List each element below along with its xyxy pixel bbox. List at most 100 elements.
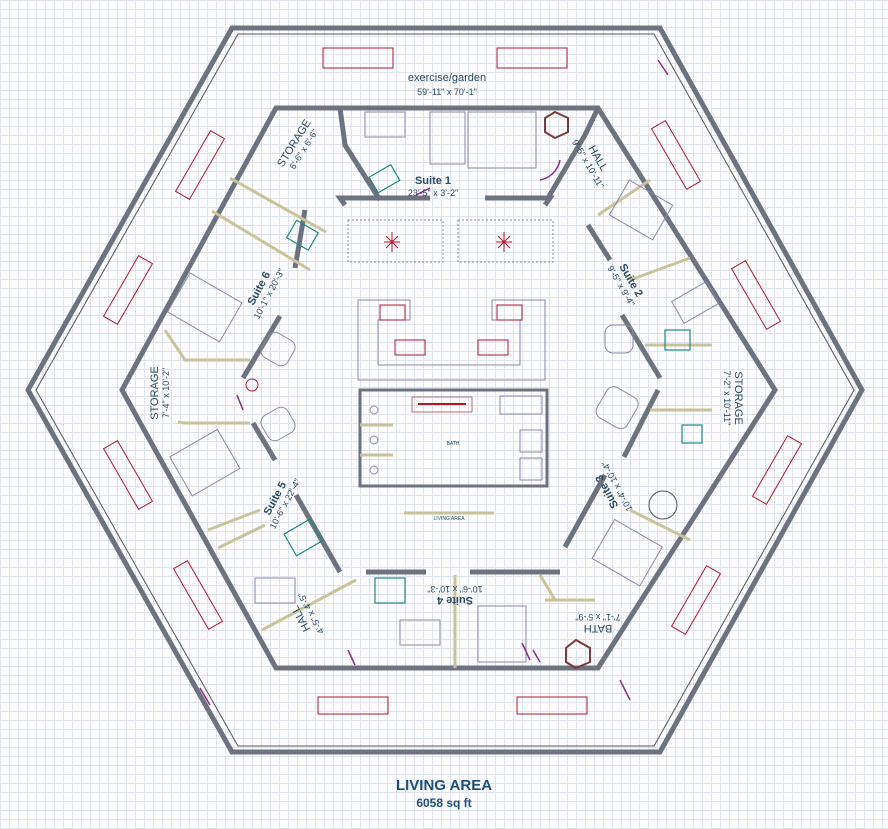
suite4-label: Suite 4: [436, 594, 473, 606]
partition: [597, 178, 651, 217]
window: [322, 47, 394, 69]
suite1-label: Suite 1: [415, 175, 451, 187]
outer-wall-inner-line: [35, 33, 855, 747]
toilet-icon: [369, 405, 379, 415]
bed-icon: [467, 111, 537, 169]
desk-icon: [254, 577, 296, 604]
window: [670, 565, 722, 635]
door: [236, 394, 244, 411]
bath-se-dims: 7'-1" x 5'-9": [575, 612, 620, 622]
window: [102, 255, 154, 325]
door: [199, 687, 211, 706]
window: [172, 560, 224, 630]
sink-icon: [379, 304, 406, 321]
dresser-icon: [283, 518, 324, 557]
storage-e-label: STORAGE: [732, 371, 744, 425]
dresser-icon: [374, 577, 406, 604]
dresser-icon: [664, 329, 691, 351]
table: [457, 219, 554, 263]
core-wall: [485, 195, 555, 207]
storage-w-label: STORAGE: [149, 366, 161, 420]
core-wall: [621, 388, 661, 459]
suite4-dims: 10'-6" x 10'-3": [427, 584, 482, 594]
partition: [177, 420, 250, 425]
island: [477, 339, 509, 356]
partition: [261, 578, 357, 632]
furniture: [166, 59, 720, 706]
sink-icon: [496, 304, 523, 321]
core-wall: [335, 195, 430, 207]
storage-e-dims: 7'-2" x 10'-11": [722, 371, 732, 426]
partition: [207, 508, 261, 532]
outer-wall: [25, 25, 865, 755]
partition: [163, 329, 250, 362]
central-bath-label: BATH: [447, 441, 460, 447]
suite1-dims: 23'-5" x 3'-2": [408, 188, 458, 198]
door-swing: [347, 159, 561, 666]
window: [516, 696, 588, 715]
armchair-icon: [604, 324, 634, 354]
door: [619, 679, 631, 701]
vanity: [411, 396, 473, 413]
corner-tub-icon: [544, 110, 569, 140]
footer-area: 6058 sq ft: [416, 796, 472, 810]
window: [174, 130, 226, 200]
desk-icon: [364, 111, 406, 138]
bathtub-icon: [499, 395, 543, 415]
closet: [429, 111, 466, 165]
window: [650, 120, 702, 190]
chair-icon: [681, 424, 703, 444]
table: [347, 219, 444, 263]
shower-icon: [519, 457, 543, 481]
toilet-icon: [369, 435, 379, 445]
exercise-garden-label: exercise/garden: [408, 72, 486, 84]
central-living-label: LIVING AREA: [433, 516, 465, 522]
partition: [229, 176, 327, 234]
partition: [545, 106, 601, 200]
shower-icon: [519, 429, 543, 453]
light-fixture-icon: [384, 232, 400, 252]
fireplace-icon: [245, 378, 259, 392]
bath-wall: [358, 388, 549, 488]
bed-icon: [166, 272, 243, 343]
corner-tub-icon: [565, 638, 591, 670]
core-wall: [562, 473, 608, 549]
bed-icon: [591, 518, 663, 587]
windows: [102, 47, 803, 715]
dresser-icon: [285, 219, 320, 251]
desk-icon: [670, 280, 720, 324]
exercise-garden-dims: 59'-11" x 70'-1": [417, 87, 477, 97]
window: [496, 47, 568, 69]
armchair-icon: [260, 331, 296, 367]
dresser-icon: [368, 163, 401, 194]
footer-title: LIVING AREA: [395, 777, 493, 794]
window: [102, 440, 154, 510]
window: [317, 696, 389, 715]
central-bath: [358, 388, 549, 515]
partition: [337, 107, 383, 202]
armchair-icon: [595, 386, 639, 430]
partitions: [163, 106, 712, 668]
bed-icon: [477, 605, 527, 663]
bath-se-label: BATH: [584, 622, 613, 634]
partition: [629, 256, 691, 282]
kitchen-counter: [357, 299, 546, 381]
window: [751, 435, 803, 505]
partition: [211, 209, 311, 272]
core-wall: [585, 223, 613, 262]
window: [730, 260, 782, 330]
bed-icon: [169, 428, 241, 497]
partition: [629, 508, 691, 542]
armchair-icon: [260, 406, 296, 442]
door: [657, 59, 669, 76]
table-icon: [648, 490, 678, 520]
light-fixture-icon: [496, 232, 512, 252]
partition: [538, 574, 557, 601]
island: [394, 339, 426, 356]
kitchen: [347, 219, 554, 381]
desk-icon: [399, 619, 441, 646]
partition: [217, 523, 266, 550]
bed-icon: [608, 179, 674, 241]
